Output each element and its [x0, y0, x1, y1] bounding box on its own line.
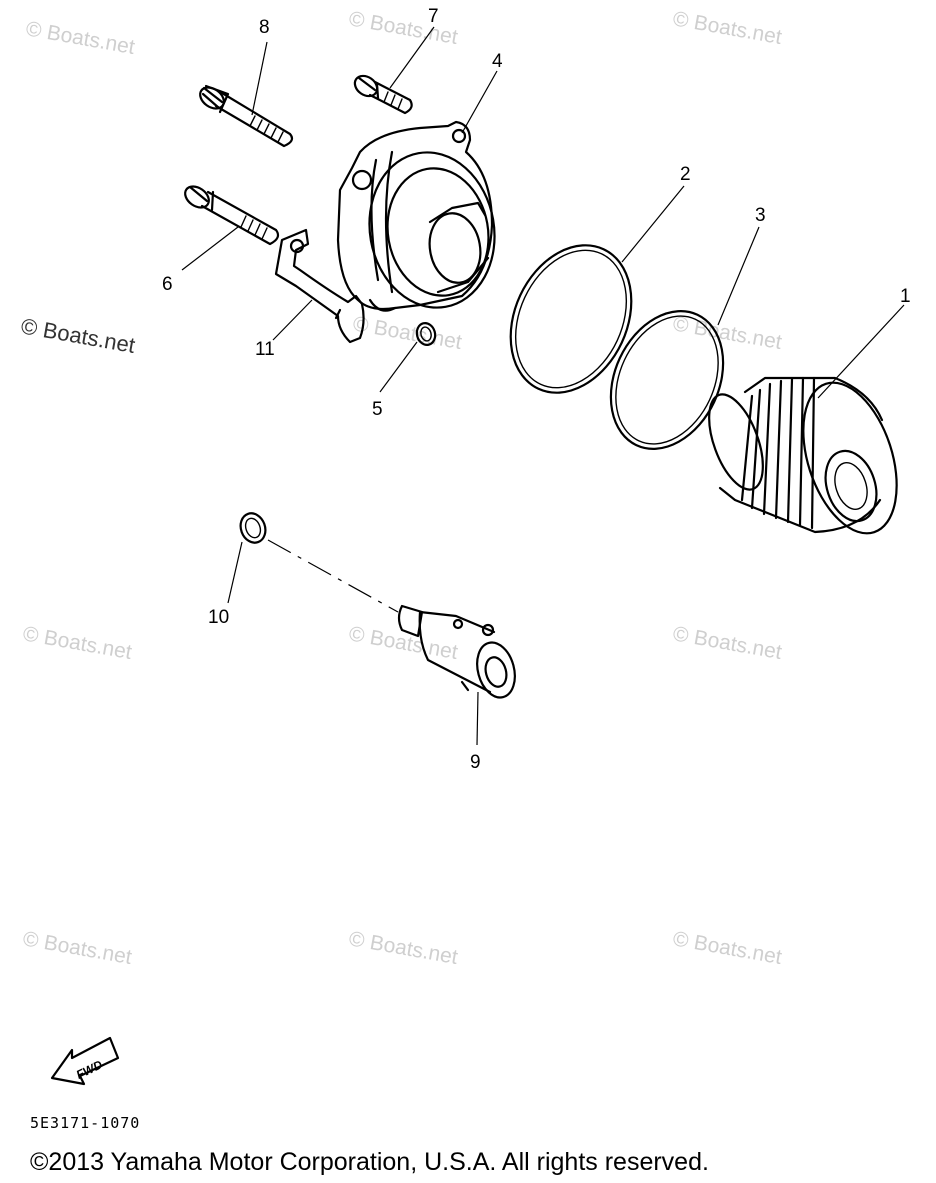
callout-8: 8 — [259, 17, 270, 38]
watermark: © Boats.net — [347, 622, 460, 664]
callout-1: 1 — [900, 286, 911, 307]
copyright-notice: ©2013 Yamaha Motor Corporation, U.S.A. A… — [30, 1148, 709, 1176]
watermark: © Boats.net — [347, 927, 460, 969]
watermark-layer: © Boats.net © Boats.net © Boats.net © Bo… — [19, 7, 784, 969]
part-6-bolt[interactable] — [181, 182, 280, 246]
watermark: © Boats.net — [351, 312, 464, 354]
part-10-washer[interactable] — [237, 510, 270, 546]
watermark: © Boats.net — [671, 622, 784, 664]
callout-10: 10 — [208, 607, 229, 628]
part-1-oil-filter[interactable] — [698, 371, 914, 545]
part-4-filter-cover[interactable] — [336, 120, 507, 318]
part-3-o-ring[interactable] — [589, 293, 744, 467]
diagram-part-code: 5E3171-1070 — [30, 1114, 141, 1132]
leader-lines — [181, 26, 905, 746]
part-5-small-o-ring[interactable] — [414, 321, 437, 347]
part-7-short-bolt[interactable] — [351, 72, 413, 115]
callout-11: 11 — [255, 339, 275, 360]
callout-5: 5 — [372, 399, 383, 420]
watermark: © Boats.net — [671, 7, 784, 49]
watermark: © Boats.net — [21, 622, 134, 664]
part-9-relief-valve[interactable] — [397, 604, 521, 702]
center-line — [267, 539, 399, 613]
callout-7: 7 — [428, 6, 439, 27]
part-8-long-bolt[interactable] — [196, 83, 294, 148]
watermark: © Boats.net — [671, 312, 784, 354]
watermark: © Boats.net — [21, 927, 134, 969]
fwd-label: FWD — [74, 1057, 105, 1082]
callout-9: 9 — [470, 752, 481, 773]
watermark: © Boats.net — [347, 7, 460, 49]
part-2-large-o-ring[interactable] — [488, 226, 655, 413]
part-11-bracket[interactable] — [274, 228, 365, 344]
watermark: © Boats.net — [24, 17, 137, 59]
callout-4: 4 — [492, 51, 503, 72]
fwd-arrow-icon: FWD — [50, 1036, 120, 1086]
callout-2: 2 — [680, 164, 691, 185]
callout-labels: 8 7 4 2 3 1 6 11 5 10 9 — [162, 6, 911, 773]
watermark: © Boats.net — [671, 927, 784, 969]
callout-6: 6 — [162, 274, 173, 295]
callout-3: 3 — [755, 205, 766, 226]
watermark-prominent: © Boats.net — [19, 313, 137, 358]
